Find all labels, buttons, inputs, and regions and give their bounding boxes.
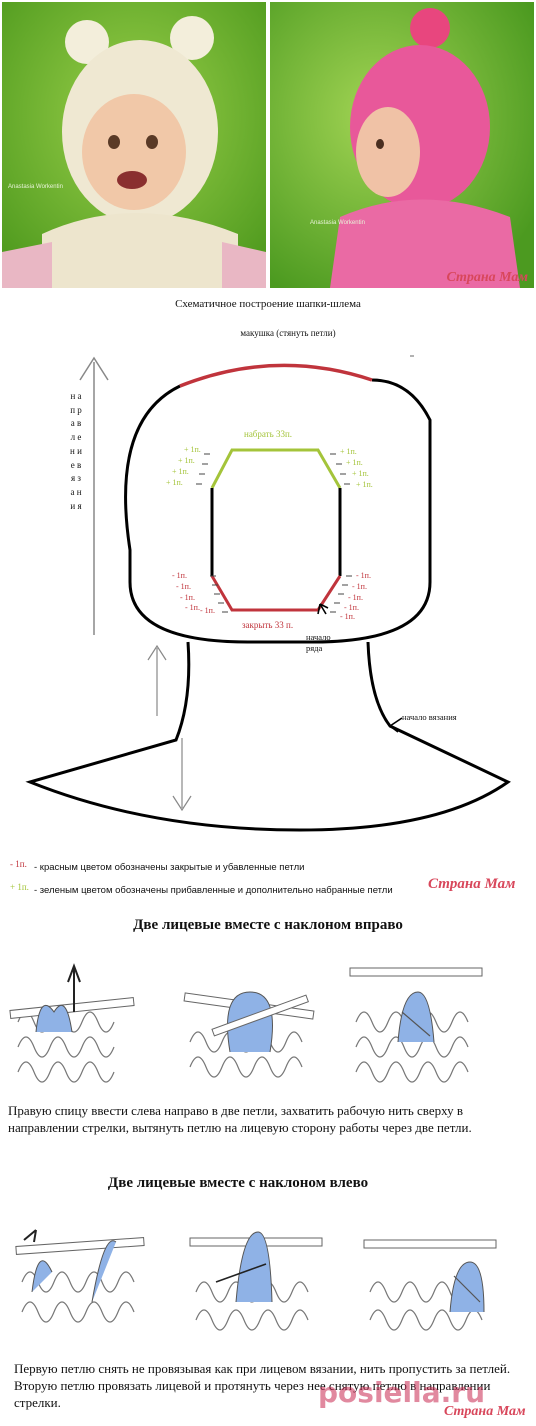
photo-right-credit: Anastasia Workentin [310,220,365,226]
cast-on-label: набрать 33п. [244,429,293,439]
minus-left-3: - 1п. [180,593,195,602]
section-right-text: Правую спицу ввести слева направо в две … [8,1103,472,1135]
knit-illustration-right-2 [180,952,318,1092]
minus-left-4: - 1п. [185,603,200,612]
plus-right-2: + 1п. [346,458,363,467]
legend-minus-mark: - 1п. [10,859,27,869]
plus-ticks [196,453,350,485]
plus-right-3: + 1п. [352,469,369,478]
minus-left-1: - 1п. [172,571,187,580]
legend-watermark: Страна Мам [428,876,516,892]
plus-left-3: + 1п. [172,467,189,476]
knit-illustration-left-2 [186,1212,326,1336]
section-left-text: Первую петлю снять не провязывая как при… [14,1361,511,1410]
helmet-schematic [25,355,511,832]
legend-minus-text: - красным цветом обозначены закрытые и у… [34,862,305,873]
minus-right-2: - 1п. [352,582,367,591]
face-opening-red [210,575,342,612]
neck-arrow-up [147,644,167,716]
photo-white-helmet: Anastasia Workentin [2,2,266,288]
knit-start-arrow [388,717,403,733]
plus-right-4: + 1п. [356,480,373,489]
knit-illustration-right-3 [346,952,486,1092]
direction-arrow-up [79,356,109,635]
minus-left-2: - 1п. [176,582,191,591]
head-outline [124,378,432,644]
section-left-heading: Две лицевые вместе с наклоном влево [107,1175,369,1191]
minus-right-4: - 1п. [344,603,359,612]
minus-ticks [210,575,352,613]
plus-left-1: + 1п. [184,445,201,454]
crown-label: макушка (стянуть петли) [240,328,336,338]
minus-right-1: - 1п. [356,571,371,580]
minus-left-5: - 1п. [200,606,215,615]
legend-plus-text: - зеленым цветом обозначены прибавленные… [34,885,393,896]
knit-start-label: начало вязания [402,712,457,722]
plus-right-1: + 1п. [340,447,357,456]
photo-watermark: Страна Мам [446,270,528,285]
minus-right-3: - 1п. [348,593,363,602]
section-right-heading: Две лицевые вместе с наклоном вправо [133,917,403,933]
direction-label: н а п р а в л е н и е в я з а н и я [70,391,82,511]
neck-collar-outline [25,641,511,832]
plus-left-4: + 1п. [166,478,183,487]
photo-left-credit: Anastasia Workentin [8,184,63,190]
crown-outline [179,363,373,388]
minus-right-5: - 1п. [340,612,355,621]
footer-watermark: Страна Мам [444,1404,526,1419]
knit-illustration-left-3 [360,1212,500,1336]
legend-plus-mark: + 1п. [10,882,29,892]
neck-arrow-down [172,738,192,812]
knit-illustration-right-1 [8,952,136,1092]
row-start-label: начало ряда [306,632,331,653]
bind-off-label: закрыть 33 п. [242,620,294,630]
knit-illustration-left-1 [12,1212,148,1336]
photo-pink-helmet: Anastasia Workentin Страна Мам [270,2,534,288]
face-opening-green [210,448,342,489]
footer-site-watermark: posiella.ru [318,1376,486,1409]
row-start-arrow [317,603,329,615]
plus-left-2: + 1п. [178,456,195,465]
diagram-title: Схематичное построение шапки-шлема [175,298,361,310]
